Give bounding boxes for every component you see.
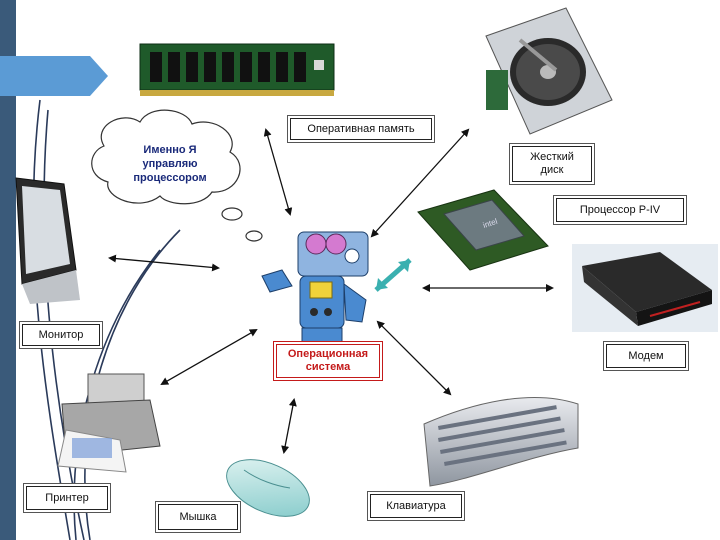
label-keyboard: Клавиатура	[370, 494, 462, 518]
modem-icon	[572, 244, 718, 332]
printer-icon	[57, 373, 161, 473]
monitor-icon	[15, 177, 80, 304]
cpu-chip-icon: intel	[417, 189, 549, 271]
ram-module-icon	[139, 43, 335, 96]
label-modem-text: Модем	[628, 349, 664, 362]
label-os-line-1: Операционная	[287, 348, 369, 360]
robot-icon	[261, 231, 369, 343]
cloud-text: Именно Я управляю процессором	[112, 143, 228, 185]
keyboard-icon	[423, 397, 579, 487]
label-os-line-2: система	[305, 361, 351, 373]
slide-sidebar	[0, 0, 16, 540]
label-ram: Оперативная память	[290, 118, 432, 140]
arrow-printer	[160, 329, 258, 385]
cloud-line-3: процессором	[133, 172, 207, 184]
arrow-ram	[263, 128, 293, 216]
arrow-keyboard	[376, 320, 452, 396]
label-cpu-text: Процессор P-IV	[579, 203, 661, 216]
label-modem: Модем	[606, 344, 686, 368]
thought-cloud	[91, 109, 263, 242]
label-hdd-line-1: Жесткий	[530, 151, 574, 163]
label-printer: Принтер	[26, 486, 108, 510]
slide-pointer-arrow	[0, 56, 108, 96]
svg-text:intel: intel	[482, 217, 499, 230]
label-os: Операционная система	[276, 344, 380, 378]
arrow-cpu	[374, 258, 412, 292]
arrow-mouse	[281, 398, 297, 454]
label-ram-text: Оперативная память	[307, 122, 415, 135]
cloud-line-1: Именно Я	[143, 144, 197, 156]
arrow-monitor	[108, 254, 220, 272]
label-monitor-text: Монитор	[38, 328, 84, 341]
label-mouse: Мышка	[158, 504, 238, 530]
label-hdd: Жесткий диск	[512, 146, 592, 182]
connection-arrows	[108, 128, 554, 454]
label-printer-text: Принтер	[45, 491, 89, 504]
arrow-hdd	[370, 128, 470, 238]
label-mouse-text: Мышка	[179, 510, 217, 523]
label-cpu: Процессор P-IV	[556, 198, 684, 222]
label-monitor: Монитор	[22, 324, 100, 346]
cloud-line-2: управляю	[142, 158, 198, 170]
mouse-icon	[226, 459, 310, 517]
label-keyboard-text: Клавиатура	[386, 499, 446, 512]
hard-disk-icon	[485, 7, 613, 135]
label-hdd-line-2: диск	[540, 164, 564, 176]
